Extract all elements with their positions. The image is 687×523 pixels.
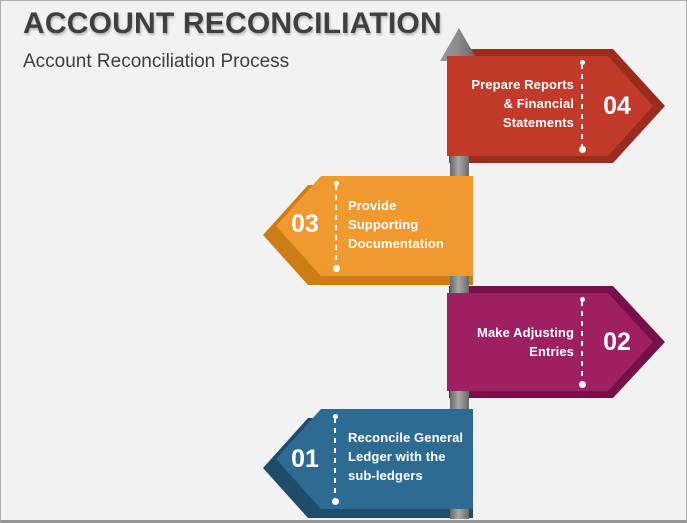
step-04-dash-line [578, 60, 586, 153]
step-02-arrow-shape [447, 293, 653, 391]
slide-title: ACCOUNT RECONCILIATION [23, 7, 442, 40]
step-04-label: Prepare Reports & Financial Statements [449, 75, 574, 132]
step-04-label-line: Statements [502, 115, 574, 130]
step-01-dash-line [331, 414, 339, 505]
step-03-label: Provide Supporting Documentation [348, 196, 470, 253]
slide-subtitle: Account Reconciliation Process [23, 51, 290, 72]
step-02-label: Make Adjusting Entries [449, 323, 574, 361]
step-03-label-line: Documentation [348, 236, 444, 251]
step-01-label-line: Ledger with the [348, 449, 446, 464]
step-02-number: 02 [603, 328, 631, 356]
step-01-arrow-shape [276, 409, 473, 509]
step-04-label-line: & Financial [503, 96, 574, 111]
step-02-label-line: Entries [529, 344, 574, 359]
step-01-label: Reconcile General Ledger with the sub-le… [348, 428, 473, 485]
step-04-label-line: Prepare Reports [471, 77, 574, 92]
step-01-label-line: Reconcile General [348, 430, 464, 445]
step-04-arrow-shape [447, 56, 653, 156]
arrow-up-icon [440, 28, 478, 61]
step-01-number: 01 [291, 445, 319, 473]
step-03-label-line: Supporting [348, 217, 419, 232]
step-02-label-line: Make Adjusting [477, 325, 574, 340]
step-02-dash-line [578, 297, 586, 388]
step-03-arrow-shape [276, 176, 473, 276]
step-03-label-line: Provide [348, 198, 397, 213]
step-03-number: 03 [291, 210, 319, 238]
step-04-number: 04 [603, 92, 631, 120]
step-03-dash-line [332, 181, 340, 272]
step-01-label-line: sub-ledgers [348, 468, 423, 483]
timeline-pole [450, 51, 469, 519]
